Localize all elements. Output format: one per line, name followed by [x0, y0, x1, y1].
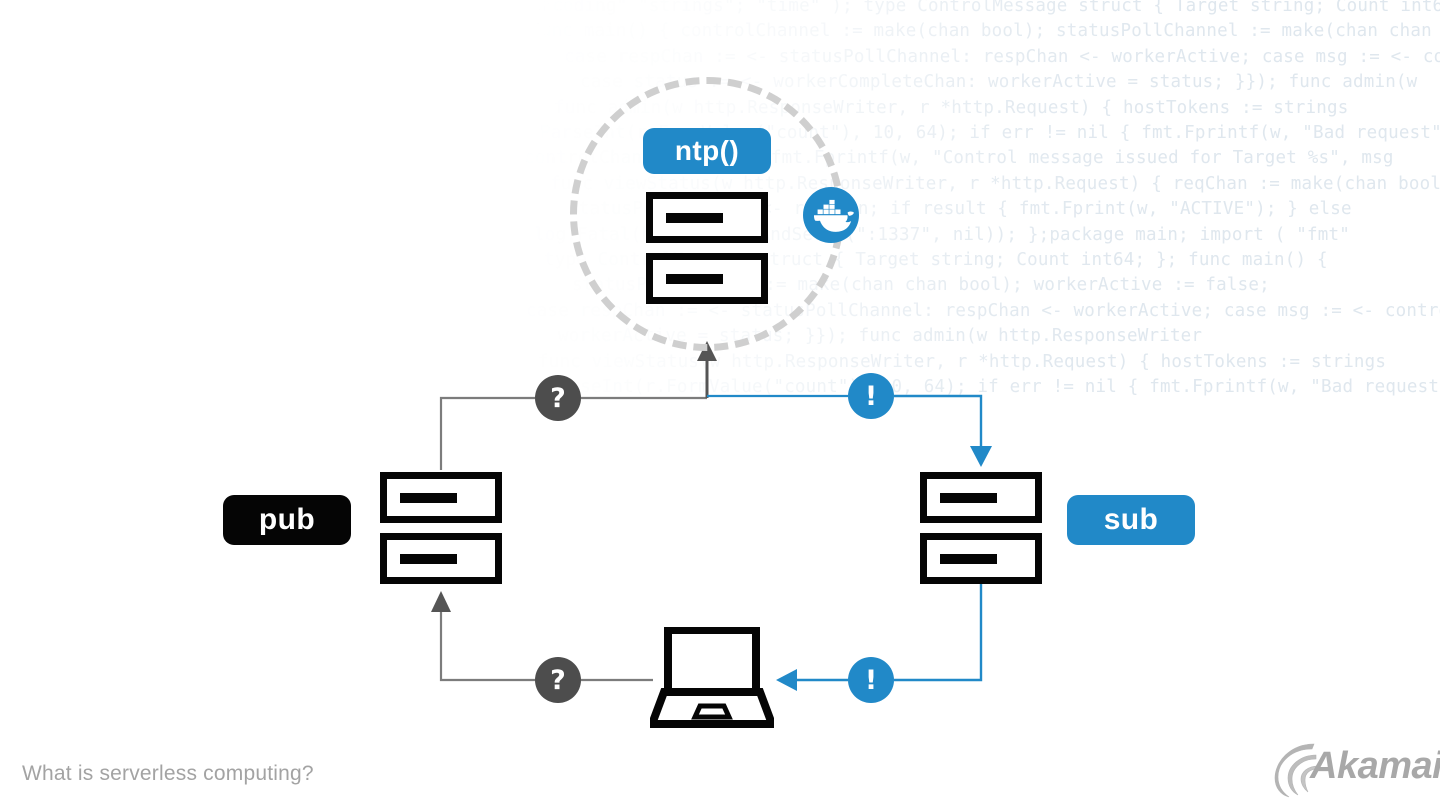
slide-caption: What is serverless computing? — [22, 762, 314, 785]
ntp-server-stack — [646, 192, 768, 304]
sub-label-pill[interactable]: sub — [1067, 495, 1195, 545]
akamai-wordmark: Akamai — [1310, 745, 1440, 787]
question-marker-icon-top[interactable]: ? — [535, 375, 581, 421]
server-unit — [646, 192, 768, 243]
server-led-icon — [666, 273, 723, 284]
code-line: case respChan := <- statusPollChannel: r… — [564, 46, 1440, 67]
code-line: func main() { controlChannel := make(cha… — [530, 21, 1432, 42]
sub-server-stack — [920, 472, 1042, 584]
server-unit — [920, 472, 1042, 523]
server-unit — [380, 472, 502, 523]
code-line: "encoding" "strings"; "time" ); type Con… — [520, 0, 1440, 16]
server-unit — [646, 253, 768, 304]
question-marker-glyph: ? — [550, 382, 566, 414]
exclamation-marker-glyph: ! — [864, 380, 878, 412]
server-led-icon — [400, 492, 457, 503]
server-led-icon — [666, 212, 723, 223]
code-line: func viewStatus(w http.ResponseWriter, r… — [538, 351, 1387, 372]
server-unit — [380, 533, 502, 584]
pub-label-pill[interactable]: pub — [223, 495, 351, 545]
ntp-function-pill[interactable]: ntp() — [643, 128, 771, 174]
pub-server-stack — [380, 472, 502, 584]
laptop-icon — [646, 626, 778, 731]
question-marker-icon-bottom[interactable]: ? — [535, 657, 581, 703]
server-unit — [920, 533, 1042, 584]
exclamation-marker-icon-top[interactable]: ! — [848, 373, 894, 419]
ntp-function-label: ntp() — [674, 135, 740, 166]
akamai-logo: Akamai — [1272, 738, 1440, 800]
server-led-icon — [400, 553, 457, 564]
docker-whale-icon — [803, 187, 859, 243]
pub-label: pub — [258, 503, 316, 536]
server-led-icon — [940, 492, 997, 503]
exclamation-marker-icon-bottom[interactable]: ! — [848, 657, 894, 703]
question-marker-glyph: ? — [550, 664, 566, 696]
exclamation-marker-glyph: ! — [864, 664, 878, 696]
sub-label: sub — [1103, 503, 1159, 536]
server-led-icon — [940, 553, 997, 564]
code-line: ParseInt(r.FormValue("count"), 10, 64); … — [548, 377, 1440, 398]
akamai-spiral-icon — [1274, 743, 1319, 798]
